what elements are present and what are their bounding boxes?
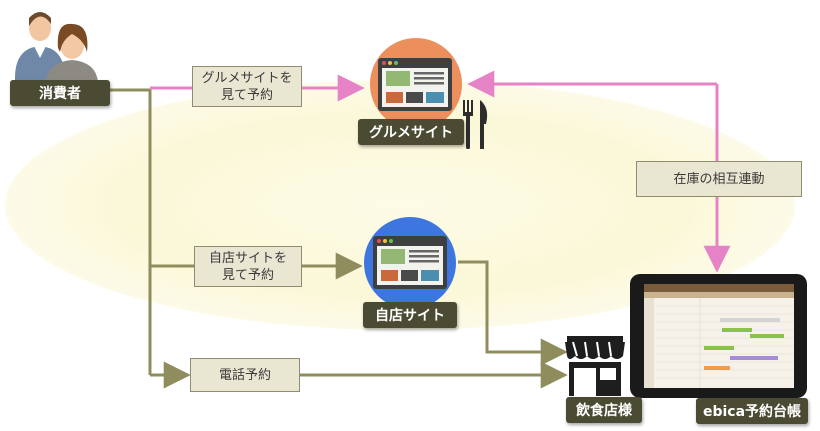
trunk-line [110, 88, 152, 375]
consumer-people-icon [15, 12, 98, 82]
edge-label-phone-reservation: 電話予約 [190, 358, 300, 392]
storefront-icon [565, 336, 625, 396]
browser-window-icon [378, 58, 452, 111]
edge-own-site-to-restaurant [458, 260, 568, 366]
node-consumer: 消費者 [10, 80, 110, 106]
gourmet-site-icon [370, 38, 462, 130]
edge-label-inventory-sync: 在庫の相互連動 [636, 161, 802, 197]
fork-knife-icon [463, 100, 488, 149]
node-ebica: ebica予約台帳 [696, 398, 808, 424]
edge-label-gourmet-reservation: グルメサイトを 見て予約 [192, 66, 302, 107]
tablet-icon [630, 274, 807, 398]
edge-label-own-site-reservation: 自店サイトを 見て予約 [194, 246, 302, 287]
node-gourmet-site: グルメサイト [358, 119, 464, 145]
own-site-icon [364, 217, 456, 309]
browser-window-icon [373, 236, 447, 289]
node-own-site: 自店サイト [363, 302, 457, 328]
node-restaurant: 飲食店様 [566, 397, 642, 423]
